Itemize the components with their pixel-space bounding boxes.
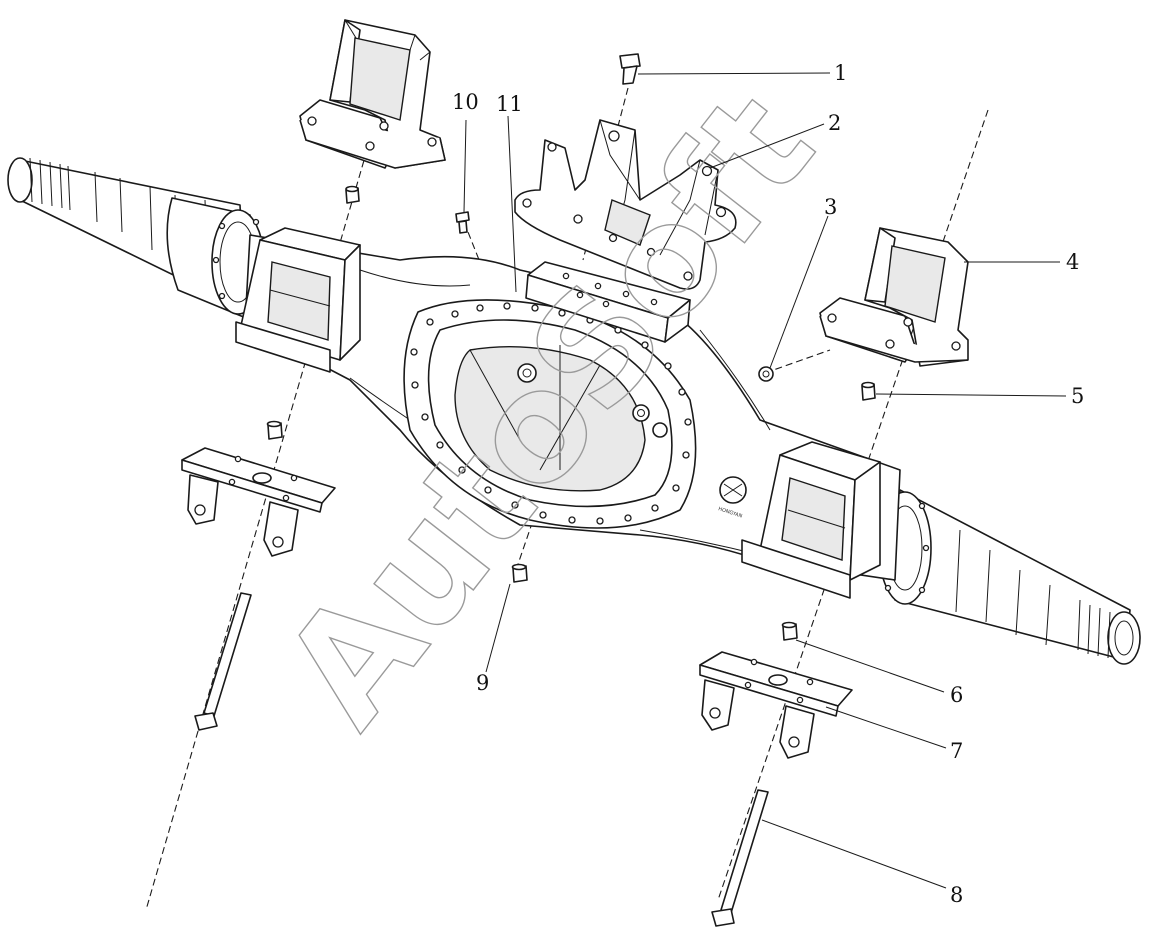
- callout-3: 3: [824, 195, 837, 219]
- callout-11: 11: [496, 92, 523, 116]
- part-5-dowel-right: [861, 381, 876, 401]
- part-7-left-lower-plate: [181, 447, 336, 557]
- callout-6: 6: [950, 683, 963, 707]
- part-7-right-lower-plate: [699, 651, 853, 759]
- housing-top-pad: [525, 261, 691, 343]
- callout-7: 7: [950, 739, 963, 763]
- callout-9: 9: [476, 671, 489, 695]
- part-1-bolt: [619, 53, 641, 85]
- right-spring-seat-block: [741, 441, 881, 599]
- callout-5: 5: [1071, 384, 1084, 408]
- leader-lines: [463, 72, 1067, 889]
- part-3-plug: [758, 366, 774, 382]
- part-6-dowel-left-lower: [266, 420, 283, 440]
- callout-2: 2: [828, 111, 841, 135]
- part-2-center-bracket: [514, 119, 737, 290]
- callout-labels: 1 2 3 4 5 6 7 8 9 10 11: [452, 61, 1084, 907]
- left-spring-seat-block: [235, 227, 361, 373]
- part-5-dowel-left-upper: [345, 185, 360, 204]
- callout-10: 10: [452, 90, 479, 114]
- part-4-right-upper-spring-seat: [819, 227, 969, 367]
- carrier-bolt-holes: [410, 302, 692, 525]
- part-8-left-stud: [194, 592, 252, 731]
- left-axle-shaft: [7, 157, 265, 319]
- part-8-right-stud: [711, 789, 769, 927]
- part-9-nut: [511, 563, 528, 583]
- callout-1: 1: [834, 61, 847, 85]
- part-10-screw: [455, 211, 470, 234]
- part-6-dowel-right-lower: [781, 621, 798, 641]
- callout-8: 8: [950, 883, 963, 907]
- right-axle-shaft: [878, 489, 1141, 665]
- part-4-left-upper-spring-seat: [299, 19, 446, 169]
- differential-carrier: [403, 299, 697, 529]
- callout-4: 4: [1066, 250, 1079, 274]
